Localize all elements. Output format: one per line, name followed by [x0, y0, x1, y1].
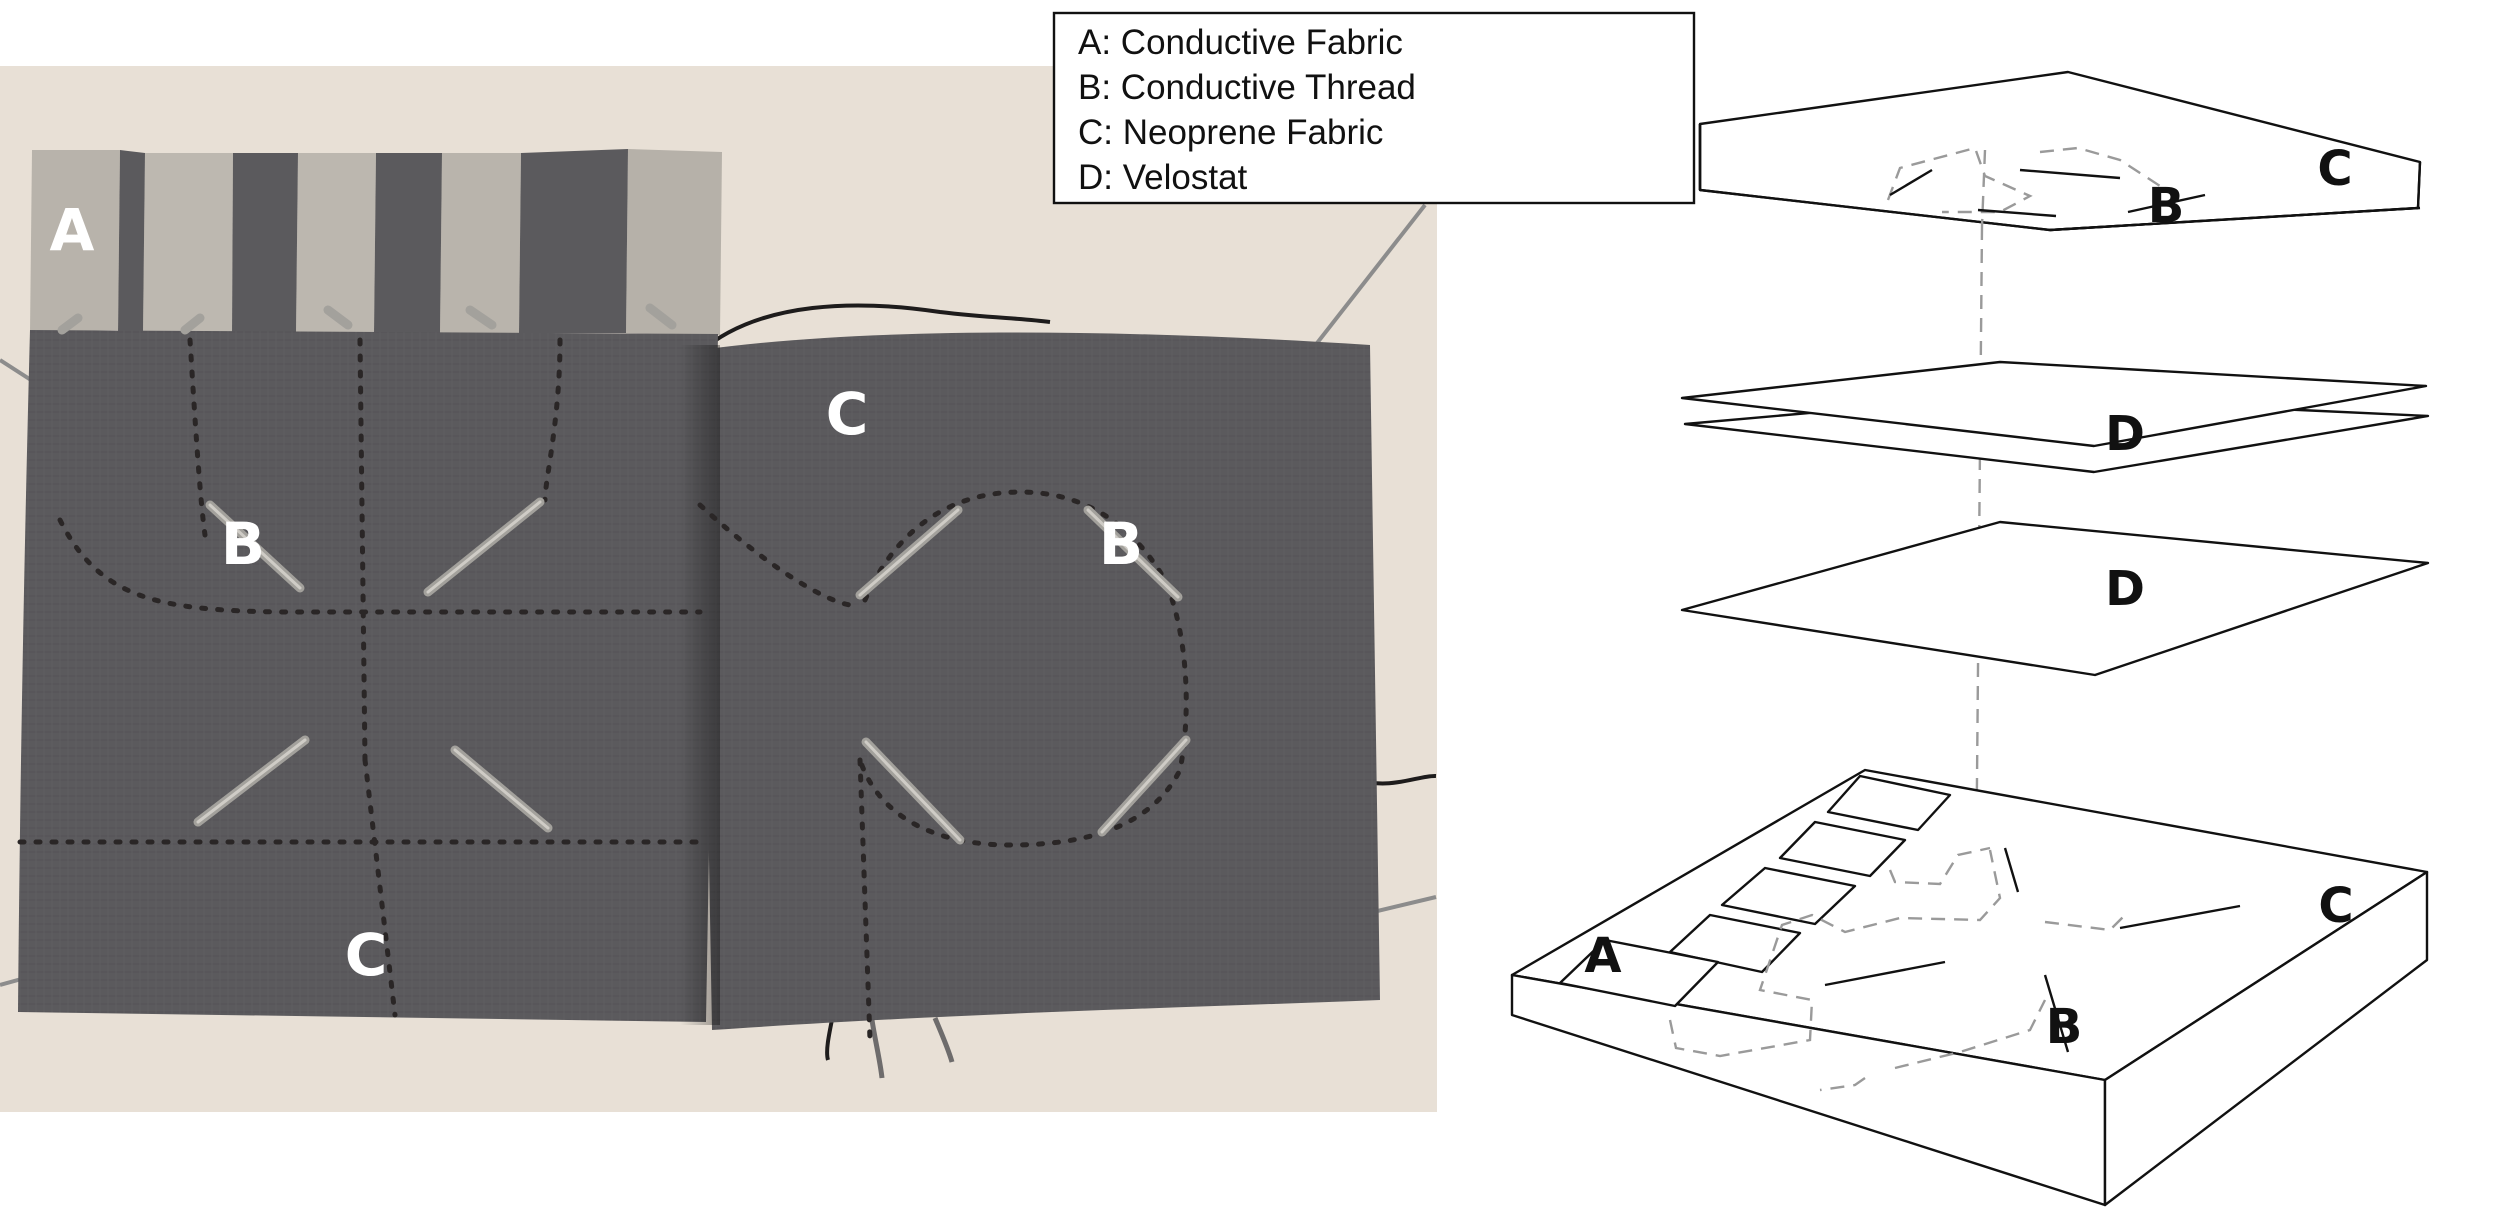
exploded-diagram: C B D D A B C [1510, 70, 2430, 1207]
velostat-layer-upper-sheet [1680, 360, 2428, 448]
photo-label-b-right: B [1099, 510, 1143, 578]
loose-thread [698, 303, 1051, 354]
diagram-label-d-upper: D [2105, 406, 2145, 462]
photo: A B B C C [0, 66, 1437, 1112]
conductive-thread [57, 303, 1191, 845]
diagram-label-c-bottom: C [2318, 878, 2353, 934]
top-thread-segments [1889, 168, 2206, 218]
conductive-fabric-strips [30, 149, 722, 335]
legend-entry-c: C: Neoprene Fabric [1078, 113, 1383, 152]
diagram-label-b-bottom: B [2046, 999, 2083, 1055]
legend-entry-b: B: Conductive Thread [1078, 68, 1416, 107]
base-thread-segments [1824, 847, 2241, 1053]
photo-label-b-left: B [221, 510, 265, 578]
diagram-label-d-lower: D [2105, 561, 2145, 617]
fold-shadow [680, 345, 720, 1025]
photo-label-a: A [50, 196, 95, 264]
loose-thread [869, 1019, 885, 1079]
diagram-label-b-top: B [2148, 178, 2185, 234]
top-hidden-thread [1886, 146, 2176, 227]
velostat-layer-single [1680, 520, 2430, 677]
diagram-label-a-bottom: A [1584, 928, 1621, 984]
photo-label-c-left: C [345, 921, 388, 989]
legend: A: Conductive Fabric B: Conductive Threa… [1052, 11, 1696, 205]
legend-entry-d: D: Velostat [1078, 158, 1248, 197]
legend-entry-a: A: Conductive Fabric [1078, 23, 1403, 62]
base-conductive-strips [1558, 774, 1952, 1008]
neoprene-panel-right [700, 332, 1380, 1030]
top-neoprene-layer [1698, 70, 2422, 232]
legend-box [1052, 11, 1696, 205]
photo-label-c-right: C [826, 380, 869, 448]
stitching-right [697, 489, 1189, 1043]
loose-thread [932, 1017, 955, 1063]
bottom-neoprene-side-face [2103, 870, 2429, 1207]
diagram-label-c-top: C [2317, 141, 2352, 197]
stitching-left [17, 337, 703, 1018]
neoprene-panel-left [18, 330, 718, 1022]
base-hidden-thread [1668, 846, 2126, 1092]
